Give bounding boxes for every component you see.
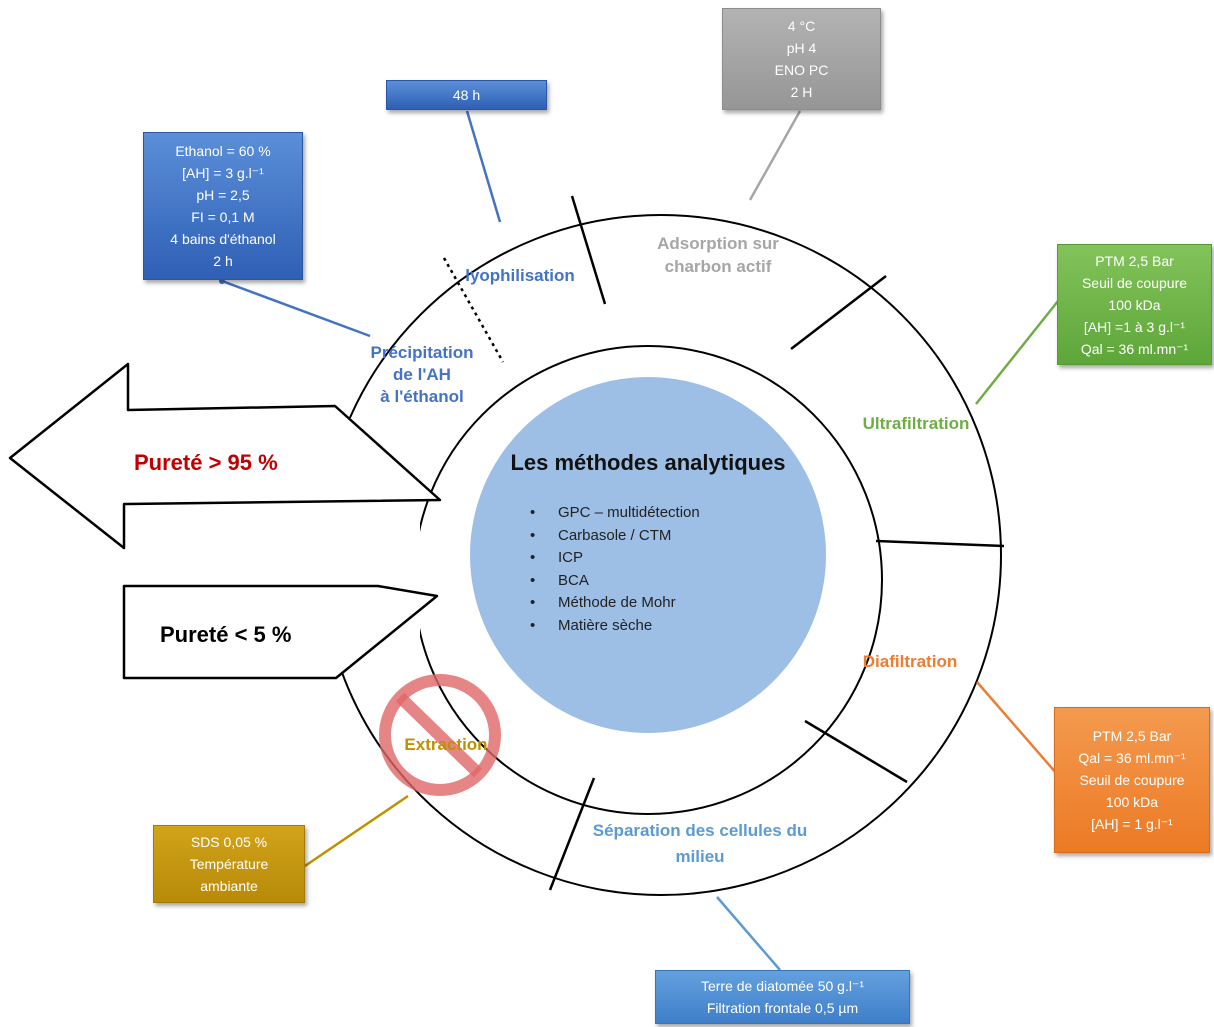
segment-diafiltration-label: Diafiltration bbox=[862, 652, 958, 671]
method-list: •GPC – multidétection •Carbasole / CTM •… bbox=[530, 502, 700, 638]
segment-separation-label: Séparation des cellules du milieu bbox=[592, 821, 808, 866]
center-circle bbox=[470, 377, 826, 733]
purity-high-label: Pureté > 95 % bbox=[134, 450, 278, 475]
purity-low-label: Pureté < 5 % bbox=[160, 622, 292, 647]
segment-adsorption-label: Adsorption sur charbon actif bbox=[657, 234, 779, 276]
method-item: •ICP bbox=[530, 549, 584, 567]
diafiltration-conditions-box: PTM 2,5 Bar Qal = 36 ml.mn⁻¹ Seuil de co… bbox=[1054, 707, 1210, 853]
divider-separation-extraction bbox=[548, 777, 596, 891]
method-item: •Méthode de Mohr bbox=[530, 594, 676, 612]
divider-precip-lyo bbox=[442, 257, 505, 363]
ethanol-conditions-box: Ethanol = 60 % [AH] = 3 g.l⁻¹ pH = 2,5 F… bbox=[143, 132, 303, 280]
method-item: •Matière sèche bbox=[530, 616, 653, 634]
prohibited-icon bbox=[379, 674, 501, 796]
connector-extraction bbox=[304, 794, 409, 868]
connector-adsorption bbox=[748, 110, 802, 201]
method-item: •GPC – multidétection bbox=[530, 504, 700, 521]
segment-ultrafiltration-label: Ultrafiltration bbox=[862, 414, 970, 433]
connector-lyophilisation bbox=[465, 110, 502, 223]
separation-conditions-box: Terre de diatomée 50 g.l⁻¹ Filtration fr… bbox=[655, 970, 910, 1024]
lyophilisation-conditions-box: 48 h bbox=[386, 80, 547, 110]
method-item: •BCA bbox=[530, 571, 589, 589]
connector-ultrafiltration bbox=[975, 300, 1059, 405]
divider-ultra-dia bbox=[875, 539, 1005, 548]
connector-diafiltration bbox=[976, 681, 1058, 775]
divider-adsorption-ultra bbox=[790, 275, 887, 350]
method-item: •Carbasole / CTM bbox=[530, 526, 672, 544]
segment-extraction-label: Extraction bbox=[404, 735, 488, 754]
purity-high-arrow bbox=[8, 362, 442, 550]
divider-dia-separation bbox=[804, 719, 908, 784]
connector-separation bbox=[716, 896, 781, 971]
extraction-conditions-box: SDS 0,05 % Température ambiante bbox=[153, 825, 305, 903]
ultrafiltration-conditions-box: PTM 2,5 Bar Seuil de coupure 100 kDa [AH… bbox=[1057, 244, 1212, 365]
adsorption-conditions-box: 4 °C pH 4 ENO PC 2 H bbox=[722, 8, 881, 110]
segment-lyophilisation-label: lyophilisation bbox=[465, 266, 575, 285]
divider-lyo-adsorption bbox=[570, 195, 607, 305]
center-title: Les méthodes analytiques bbox=[510, 450, 786, 475]
segment-precipitation-label: Précipitation de l'AH à l'éthanol bbox=[370, 343, 474, 406]
connector-ethanol bbox=[221, 279, 371, 338]
purity-low-arrow bbox=[122, 584, 439, 680]
